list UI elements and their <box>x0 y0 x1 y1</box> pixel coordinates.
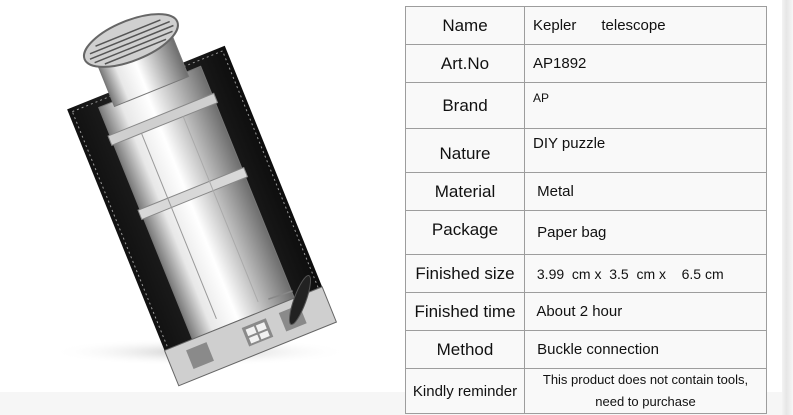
row-value: Buckle connection <box>524 330 767 369</box>
table-row-name: Name Kepler telescope <box>405 6 767 45</box>
reminder-line-1: This product does not contain tools, <box>542 372 749 387</box>
table-row-method: Method Buckle connection <box>405 330 767 369</box>
row-value: AP1892 <box>524 44 767 83</box>
table-row-brand: Brand AP <box>405 82 767 129</box>
row-label: Name <box>405 6 525 45</box>
spec-table: Name Kepler telescope Art.No AP1892 Bran… <box>405 6 767 414</box>
row-label: Kindly reminder <box>405 368 525 414</box>
reminder-line-2: need to purchase <box>595 394 696 409</box>
row-label: Finished size <box>405 254 525 293</box>
table-row-kindly-reminder: Kindly reminder This product does not co… <box>405 368 767 414</box>
row-label: Art.No <box>405 44 525 83</box>
table-row-finished-time: Finished time About 2 hour <box>405 292 767 331</box>
row-value: Kepler telescope <box>524 6 767 45</box>
table-row-material: Material Metal <box>405 172 767 211</box>
row-value: This product does not contain tools, nee… <box>524 368 767 414</box>
row-value: 3.99 cm x 3.5 cm x 6.5 cm <box>524 254 767 293</box>
telescope-model-icon <box>50 13 350 387</box>
row-value: Paper bag <box>524 210 767 255</box>
row-label: Material <box>405 172 525 211</box>
table-row-nature: Nature DIY puzzle <box>405 128 767 173</box>
row-value: About 2 hour <box>524 292 767 331</box>
row-value: AP <box>524 82 767 129</box>
product-photo <box>50 13 350 387</box>
row-value: DIY puzzle <box>524 128 767 173</box>
right-edge-shadow <box>782 0 793 415</box>
row-value: Metal <box>524 172 767 211</box>
table-row-finished-size: Finished size 3.99 cm x 3.5 cm x 6.5 cm <box>405 254 767 293</box>
row-label: Finished time <box>405 292 525 331</box>
row-label: Brand <box>405 82 525 129</box>
row-label: Method <box>405 330 525 369</box>
table-row-art-no: Art.No AP1892 <box>405 44 767 83</box>
table-row-package: Package Paper bag <box>405 210 767 255</box>
row-label: Nature <box>405 128 525 173</box>
row-label: Package <box>405 210 525 255</box>
